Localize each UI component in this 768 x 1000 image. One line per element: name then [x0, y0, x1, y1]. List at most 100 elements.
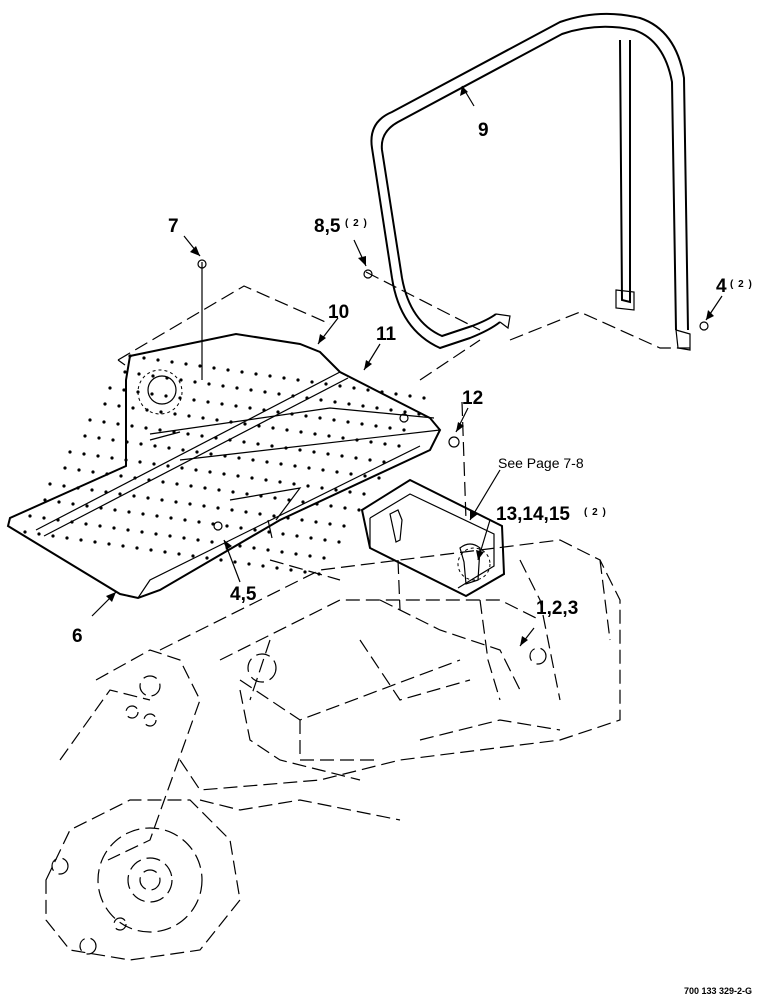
perforation-hole [343, 506, 347, 510]
perforation-hole [287, 498, 291, 502]
perforation-hole [248, 406, 252, 410]
perforation-hole [375, 406, 379, 410]
callout-8-5-qty: ( 2 ) [345, 218, 368, 229]
perforation-hole [203, 486, 207, 490]
perforation-hole [205, 556, 209, 560]
perforation-hole [206, 400, 210, 404]
perforation-hole [77, 468, 81, 472]
perforation-hole [285, 428, 289, 432]
perforation-hole [172, 430, 176, 434]
perforation-hole [321, 468, 325, 472]
perforation-hole [23, 530, 27, 534]
perforation-hole [270, 444, 274, 448]
perforation-hole [200, 434, 204, 438]
perforation-hole [124, 458, 128, 462]
perforation-hole [219, 558, 223, 562]
perforation-hole [168, 534, 172, 538]
perforation-hole [103, 402, 107, 406]
perforation-hole [266, 548, 270, 552]
perforation-hole [245, 492, 249, 496]
perforation-hole [292, 482, 296, 486]
perforation-hole [153, 444, 157, 448]
perforation-hole [138, 460, 142, 464]
perforation-hole [121, 544, 125, 548]
perforation-hole [348, 490, 352, 494]
perforation-hole [177, 552, 181, 556]
perforation-hole [117, 404, 121, 408]
perforation-hole [70, 520, 74, 524]
perforation-hole [244, 510, 248, 514]
perforation-hole [65, 536, 69, 540]
perforation-hole [250, 476, 254, 480]
perforation-hole [408, 394, 412, 398]
perforation-hole [63, 466, 67, 470]
perforation-hole [146, 496, 150, 500]
perforation-hole [235, 386, 239, 390]
perforation-hole [149, 548, 153, 552]
perforation-hole [256, 442, 260, 446]
perforation-hole [210, 540, 214, 544]
perforation-hole [43, 498, 47, 502]
perforation-hole [236, 474, 240, 478]
perforation-hole [303, 570, 307, 574]
perforation-hole [173, 412, 177, 416]
perforation-hole [215, 418, 219, 422]
perforation-hole [254, 372, 258, 376]
perforation-hole [111, 438, 115, 442]
perforation-hole [183, 518, 187, 522]
perforation-hole [313, 432, 317, 436]
perforation-hole [293, 464, 297, 468]
perforation-hole [194, 468, 198, 472]
perforation-hole [180, 466, 184, 470]
perforation-hole [335, 470, 339, 474]
perforation-hole [233, 560, 237, 564]
perforation-hole [324, 382, 328, 386]
perforation-hole [307, 466, 311, 470]
perforation-hole [133, 476, 137, 480]
callout-13-14-15: 13,14,15 [496, 504, 570, 525]
perforation-hole [349, 472, 353, 476]
perforation-hole [295, 534, 299, 538]
perforation-hole [102, 420, 106, 424]
perforation-hole [314, 520, 318, 524]
perforation-hole [197, 520, 201, 524]
perforation-hole [91, 470, 95, 474]
perforation-hole [306, 484, 310, 488]
perforation-hole [231, 490, 235, 494]
perforation-hole [332, 418, 336, 422]
perforation-hole [208, 470, 212, 474]
perforation-hole [48, 482, 52, 486]
perforation-hole [294, 552, 298, 556]
perforation-hole [216, 506, 220, 510]
roll-bar [370, 12, 691, 351]
perforation-hole [389, 408, 393, 412]
perforation-hole [243, 422, 247, 426]
storage-box [360, 478, 506, 598]
perforation-hole [179, 378, 183, 382]
perforation-hole [317, 572, 321, 576]
perforation-hole [342, 524, 346, 528]
perforation-hole [193, 380, 197, 384]
perforation-hole [315, 502, 319, 506]
perforation-hole [298, 448, 302, 452]
perforation-hole [257, 424, 261, 428]
perforation-hole [144, 426, 148, 430]
perforation-hole [170, 360, 174, 364]
perforation-hole [159, 410, 163, 414]
perforation-hole [282, 376, 286, 380]
perforation-hole [337, 540, 341, 544]
perforation-hole [209, 452, 213, 456]
callout-4: 4 [716, 276, 727, 297]
perforation-hole [192, 398, 196, 402]
perforation-hole [108, 386, 112, 390]
perforation-hole [132, 494, 136, 498]
perforation-hole [284, 446, 288, 450]
perforation-hole [276, 410, 280, 414]
perforation-hole [96, 454, 100, 458]
perforation-hole [352, 386, 356, 390]
perforation-hole [126, 528, 130, 532]
perforation-hole [361, 404, 365, 408]
perforation-hole [259, 494, 263, 498]
perforation-hole [301, 500, 305, 504]
